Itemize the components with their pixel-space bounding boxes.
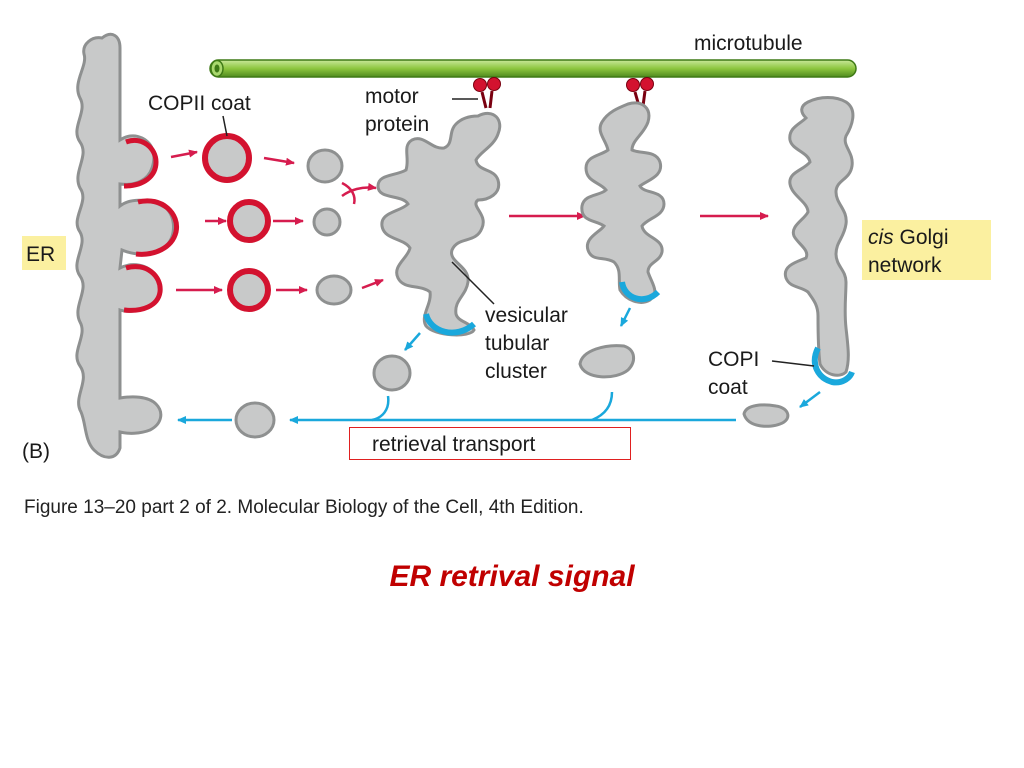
copii-coated-vesicle (227, 199, 271, 243)
cis-golgi-label-line1: cis Golgi (868, 226, 949, 249)
uncoated-vesicle (306, 148, 344, 184)
uncoated-vesicle (315, 274, 353, 306)
motor-protein-label-line2: protein (365, 113, 429, 136)
motor-protein (626, 77, 654, 107)
golgi-word: Golgi (894, 226, 949, 249)
retrieval-vesicle (742, 403, 790, 428)
retrograde-arrows (177, 307, 821, 424)
figure-caption: Figure 13–20 part 2 of 2. Molecular Biol… (24, 497, 584, 518)
cis-golgi-label-highlight (862, 220, 991, 280)
vtc-pointer (451, 261, 495, 305)
copii-coat-bud (123, 264, 163, 313)
copii-coat-bud (135, 198, 180, 257)
slide-title: ER retrival signal (389, 560, 635, 593)
er-membrane (75, 32, 175, 459)
er-label: ER (26, 243, 55, 266)
vtc-label-line3: cluster (485, 360, 547, 383)
copii-coat-bud (123, 138, 159, 189)
anterograde-arrows (170, 149, 769, 294)
cis-word: cis (868, 226, 894, 249)
retrieval-vesicle (372, 354, 412, 392)
copii-coated-vesicle (202, 133, 252, 183)
microtubule (209, 59, 857, 78)
vtc-label-line2: tubular (485, 332, 549, 355)
retrieval-vesicle (578, 344, 635, 379)
copii-coat-pointer (222, 115, 228, 137)
uncoated-vesicle (312, 207, 342, 237)
panel-label: (B) (22, 440, 50, 463)
cis-golgi-network (783, 96, 855, 377)
vtc-label-line1: vesicular (485, 304, 568, 327)
copi-coat-label-line2: coat (708, 376, 748, 399)
motor-protein (473, 77, 501, 109)
er-label-highlight (22, 236, 66, 270)
microtubule-label: microtubule (694, 32, 803, 55)
motor-protein-label-line1: motor (365, 85, 419, 108)
copi-coat-pointer (771, 360, 815, 367)
copi-coat (811, 346, 855, 386)
vesicular-tubular-cluster (376, 111, 502, 337)
copii-coat-label: COPII coat (148, 92, 251, 115)
copi-coat-label-line1: COPI (708, 348, 759, 371)
cis-golgi-label-line2: network (868, 254, 942, 277)
retrieval-transport-label: retrieval transport (372, 433, 536, 456)
copii-coated-vesicle (227, 268, 271, 312)
vesicular-tubular-cluster (580, 101, 666, 304)
copi-coat (423, 312, 476, 336)
copi-coat (619, 281, 661, 303)
retrieval-transport-highlight-box (349, 427, 631, 460)
retrieval-vesicle (234, 401, 276, 439)
